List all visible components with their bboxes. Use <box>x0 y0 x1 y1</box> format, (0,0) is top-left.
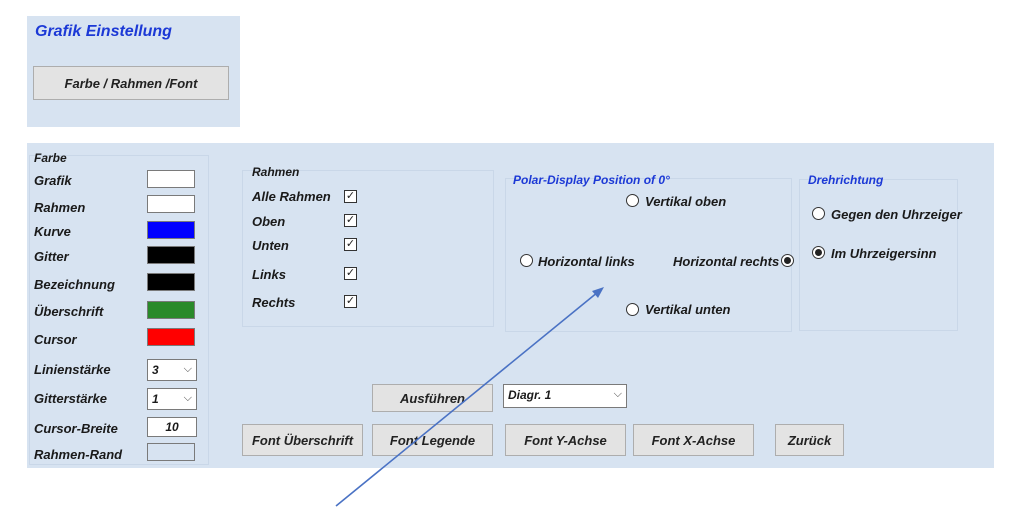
gegen-uhrzeiger-radio[interactable] <box>812 207 825 220</box>
gitterstaerke-label: Gitterstärke <box>34 391 107 406</box>
linienstaerke-value: 3 <box>152 363 159 377</box>
chevron-down-icon: ⌵ <box>183 392 192 404</box>
links-label: Links <box>252 267 286 282</box>
gegen-uhrzeiger-label: Gegen den Uhrzeiger <box>831 207 962 222</box>
ausfuehren-button[interactable]: Ausführen <box>372 384 493 412</box>
gitterstaerke-select[interactable]: 1 ⌵ <box>147 388 197 410</box>
cursor-breite-label: Cursor-Breite <box>34 421 118 436</box>
cursor-breite-input[interactable]: 10 <box>147 417 197 437</box>
font-ueberschrift-button[interactable]: Font Überschrift <box>242 424 363 456</box>
rahmen-rand-label: Rahmen-Rand <box>34 447 123 462</box>
font-x-achse-button[interactable]: Font X-Achse <box>633 424 754 456</box>
polar-display-heading: Polar-Display Position of 0° <box>513 173 670 187</box>
cursor-label: Cursor <box>34 332 77 347</box>
rechts-label: Rechts <box>252 295 296 310</box>
oben-checkbox[interactable]: ✓ <box>344 214 357 227</box>
vertikal-unten-label: Vertikal unten <box>645 302 731 317</box>
linienstaerke-label: Linienstärke <box>34 362 111 377</box>
vertikal-oben-label: Vertikal oben <box>645 194 727 209</box>
farbe-group <box>29 155 209 465</box>
farbe-rahmen-font-button[interactable]: Farbe / Rahmen /Font <box>33 66 229 100</box>
links-checkbox[interactable]: ✓ <box>344 267 357 280</box>
oben-label: Oben <box>252 214 286 229</box>
rahmen-color-label: Rahmen <box>34 200 86 215</box>
grafik-einstellung-title: Grafik Einstellung <box>35 23 172 40</box>
im-uhrzeigersinn-label: Im Uhrzeigersinn <box>831 246 937 261</box>
horizontal-links-radio[interactable] <box>520 254 533 267</box>
unten-label: Unten <box>252 238 289 253</box>
bezeichnung-color-swatch[interactable] <box>147 273 195 291</box>
cursor-color-swatch[interactable] <box>147 328 195 346</box>
rahmen-color-swatch[interactable] <box>147 195 195 213</box>
drehrichtung-heading: Drehrichtung <box>808 173 884 187</box>
horizontal-rechts-radio[interactable] <box>781 254 794 267</box>
vertikal-unten-radio[interactable] <box>626 303 639 316</box>
gitter-label: Gitter <box>34 249 69 264</box>
chevron-down-icon: ⌵ <box>183 363 192 375</box>
zurueck-button[interactable]: Zurück <box>775 424 844 456</box>
rahmen-rand-color-swatch[interactable] <box>147 443 195 461</box>
rechts-checkbox[interactable]: ✓ <box>344 295 357 308</box>
settings-panel: Farbe Grafik Rahmen Kurve Gitter Bezeich… <box>27 143 994 468</box>
farbe-heading: Farbe <box>34 151 67 165</box>
grafik-label: Grafik <box>34 173 72 188</box>
ueberschrift-color-swatch[interactable] <box>147 301 195 319</box>
rahmen-heading: Rahmen <box>252 165 300 179</box>
diagram-select[interactable]: Diagr. 1 ⌵ <box>503 384 627 408</box>
gitterstaerke-value: 1 <box>152 392 159 406</box>
alle-rahmen-label: Alle Rahmen <box>252 189 331 204</box>
im-uhrzeigersinn-radio[interactable] <box>812 246 825 259</box>
drehrichtung-group <box>799 179 958 331</box>
diagram-select-value: Diagr. 1 <box>508 388 552 402</box>
annotation-arrow-line <box>335 291 599 507</box>
grafik-color-swatch[interactable] <box>147 170 195 188</box>
annotation-arrow-head <box>592 287 604 298</box>
alle-rahmen-checkbox[interactable]: ✓ <box>344 190 357 203</box>
kurve-color-swatch[interactable] <box>147 221 195 239</box>
vertikal-oben-radio[interactable] <box>626 194 639 207</box>
rahmen-group <box>242 170 494 327</box>
grafik-einstellung-panel: Grafik Einstellung Farbe / Rahmen /Font <box>27 16 240 127</box>
font-y-achse-button[interactable]: Font Y-Achse <box>505 424 626 456</box>
bezeichnung-label: Bezeichnung <box>34 277 115 292</box>
horizontal-links-label: Horizontal links <box>538 254 635 269</box>
horizontal-rechts-label: Horizontal rechts <box>673 254 780 269</box>
kurve-label: Kurve <box>34 224 71 239</box>
unten-checkbox[interactable]: ✓ <box>344 238 357 251</box>
gitter-color-swatch[interactable] <box>147 246 195 264</box>
chevron-down-icon: ⌵ <box>613 388 622 400</box>
ueberschrift-label: Überschrift <box>34 304 104 319</box>
linienstaerke-select[interactable]: 3 ⌵ <box>147 359 197 381</box>
